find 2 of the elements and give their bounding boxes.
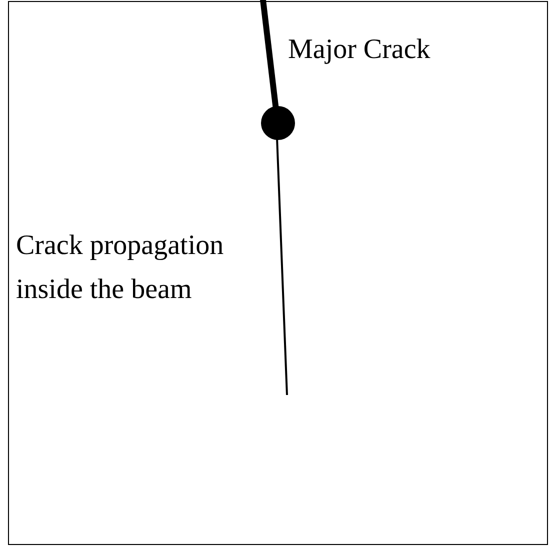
- crack-label: Crack propagation inside the beam: [16, 229, 225, 307]
- crack-label: Major Crack: [288, 33, 430, 67]
